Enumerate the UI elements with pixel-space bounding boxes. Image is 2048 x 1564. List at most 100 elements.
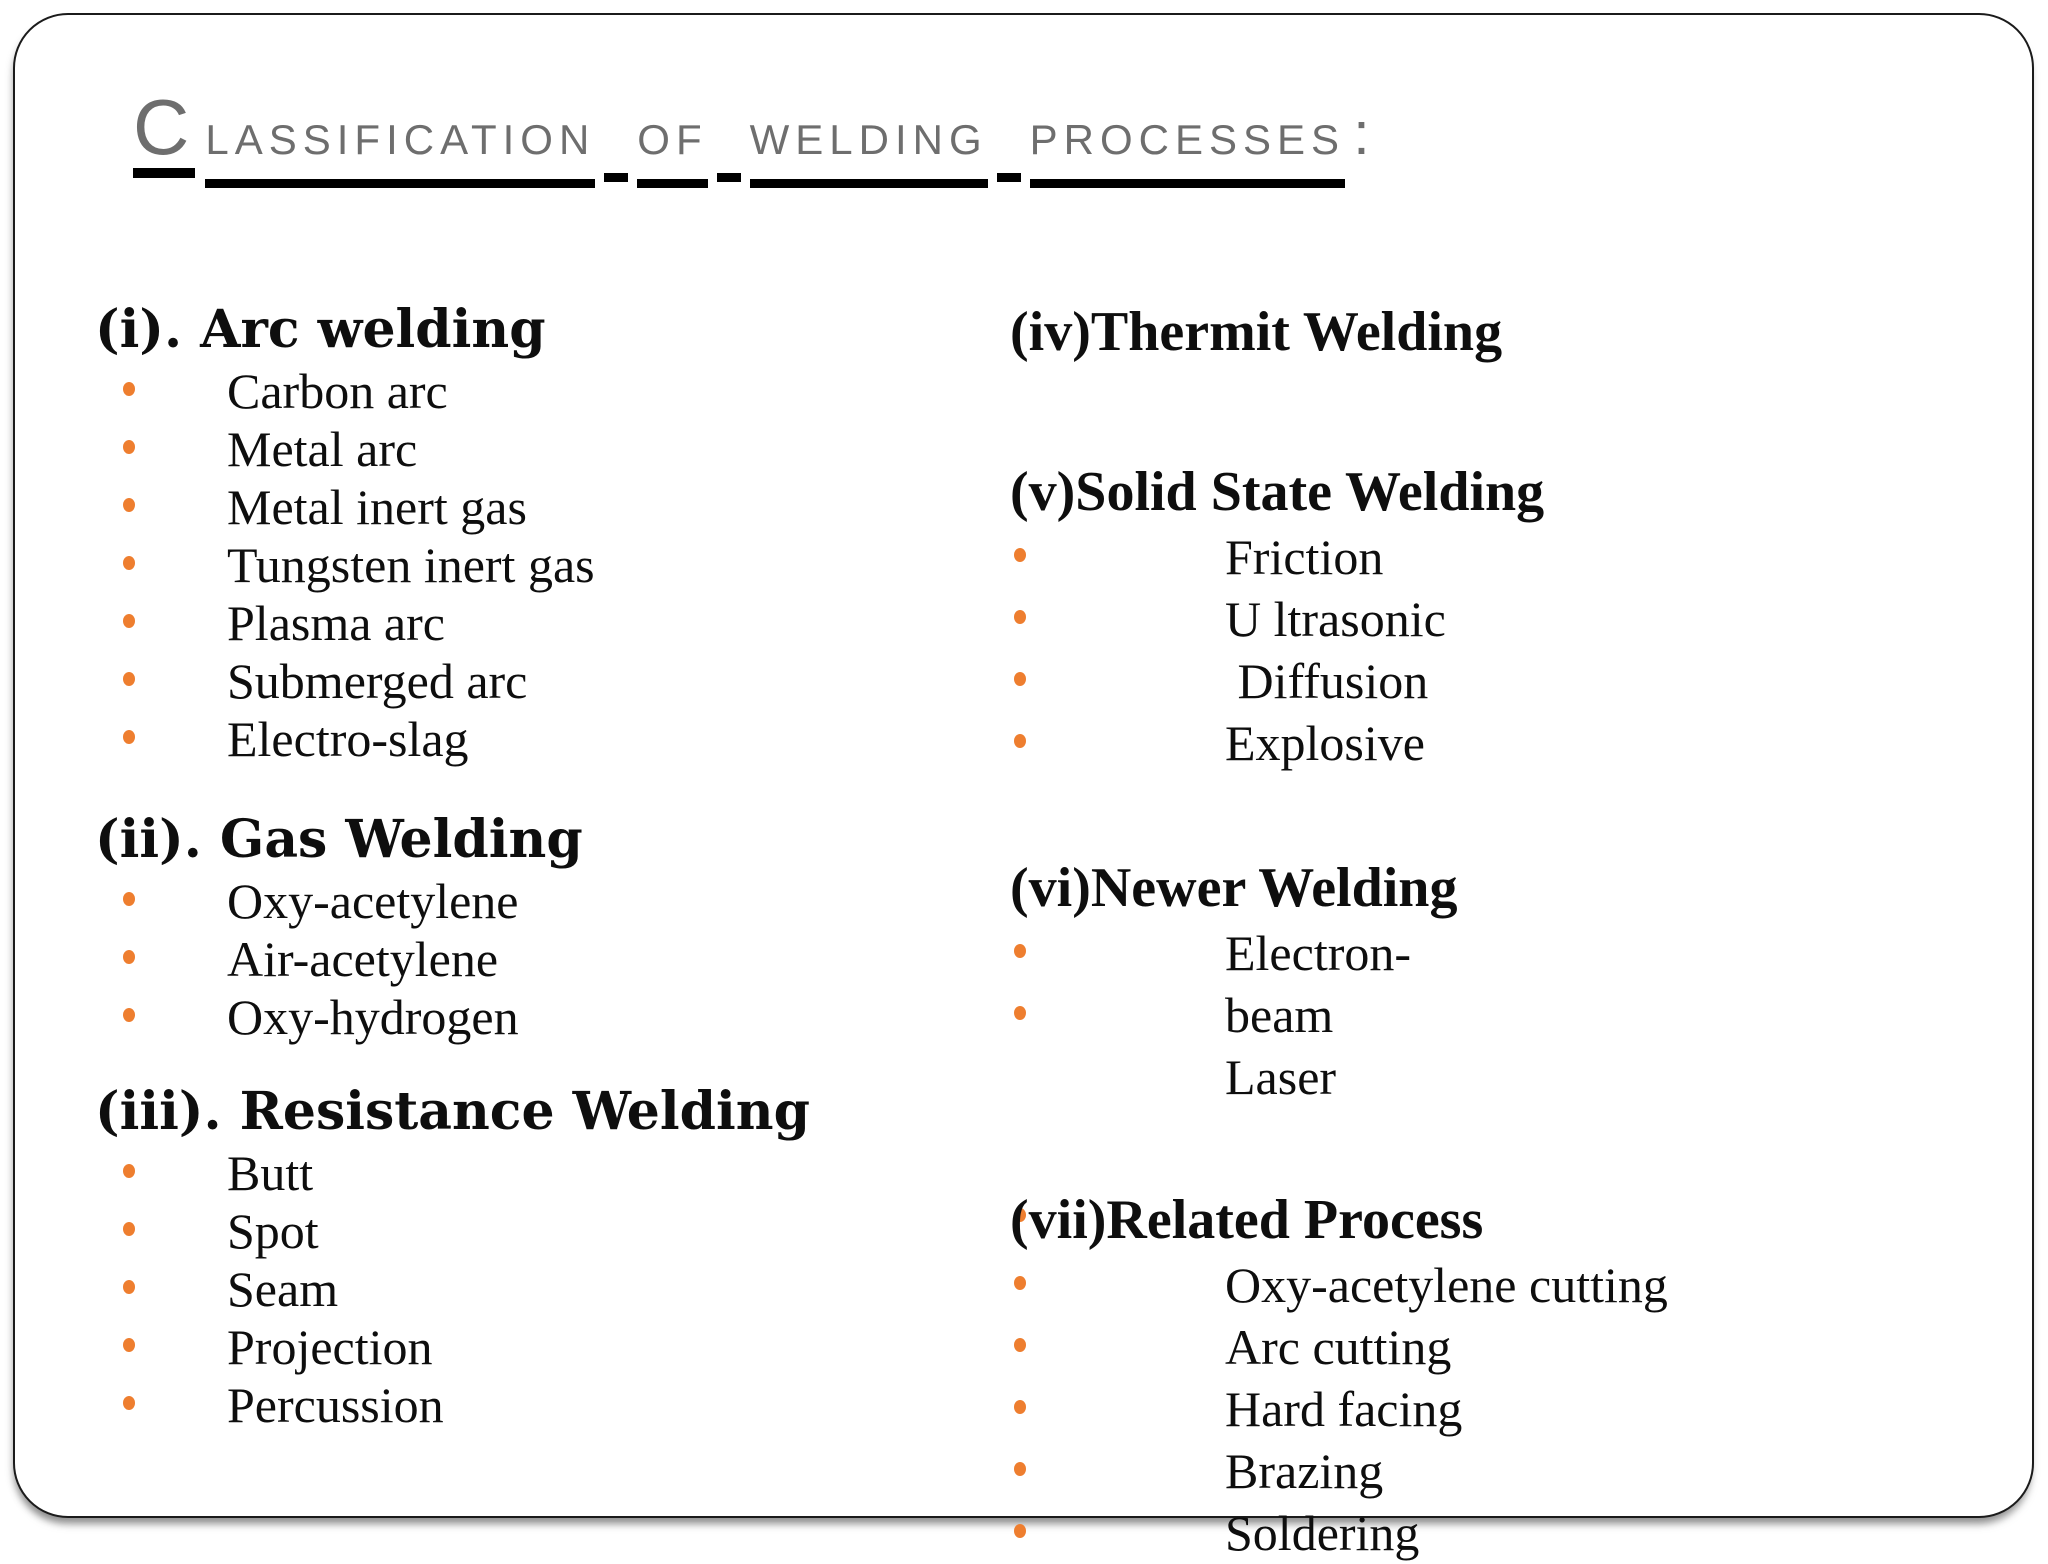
list-item: U ltrasonic	[1010, 588, 2048, 650]
bullet-icon	[1014, 1400, 1026, 1414]
bullet-icon	[1014, 672, 1026, 686]
list-item-label: Tungsten inert gas	[227, 537, 595, 593]
list-item: Hard facing	[1010, 1378, 2048, 1440]
list-item: Submerged arc	[95, 652, 1010, 710]
list-item: Carbon arc	[95, 362, 1010, 420]
bullet-icon	[1014, 1338, 1026, 1352]
section-heading: (vii)Related Process	[1010, 1186, 2048, 1254]
list-item-label: Friction	[1225, 529, 1384, 585]
bullet-icon	[123, 892, 135, 906]
list-item-label: Oxy-hydrogen	[227, 989, 519, 1045]
bullet-icon	[123, 1222, 135, 1236]
bullet-icon	[1014, 1006, 1026, 1020]
list-item: Plasma arc	[95, 594, 1010, 652]
bullet-icon	[123, 672, 135, 686]
list-item-label: Diffusion	[1225, 653, 1429, 709]
list-item: Electron-	[1010, 922, 2048, 984]
columns: (i). Arc welding Carbon arc Metal arc Me…	[95, 298, 2048, 1564]
section-heading: (iii). Resistance Welding	[95, 1081, 810, 1142]
list-item-label: Arc cutting	[1225, 1319, 1452, 1375]
list-item: Metal arc	[95, 420, 1010, 478]
list-item-label: Oxy-acetylene cutting	[1225, 1257, 1668, 1313]
bullet-icon	[1014, 548, 1026, 562]
list-item-label: Oxy-acetylene	[227, 873, 519, 929]
list-item-label: Electron-	[1225, 925, 1412, 981]
title-underline-dash	[716, 173, 741, 182]
bullet-icon	[123, 1008, 135, 1022]
bullet-icon	[1014, 1462, 1026, 1476]
bullet-icon	[123, 382, 135, 396]
section-heading-label: (v)Solid State Welding	[1010, 461, 1545, 523]
list-item: Friction	[1010, 526, 2048, 588]
list-item: beam	[1010, 984, 2048, 1046]
title-word: of	[637, 95, 708, 188]
section-heading-label: (iv)Thermit Welding	[1010, 301, 1503, 363]
list-item: Air-acetylene	[95, 930, 1010, 988]
list-item-label: Laser	[1225, 1049, 1337, 1105]
right-column: (iv)Thermit Welding (v)Solid State Weldi…	[1010, 298, 2048, 1564]
title-word: lassification	[205, 95, 596, 188]
left-column: (i). Arc welding Carbon arc Metal arc Me…	[95, 298, 1010, 1564]
title-colon: :	[1353, 100, 1376, 167]
bullet-icon	[123, 440, 135, 454]
bullet-icon	[1014, 1208, 1026, 1222]
list-item-label: Brazing	[1225, 1443, 1384, 1499]
title-underline-dash	[604, 173, 629, 182]
title-word: processes	[1029, 95, 1346, 188]
section-heading: (i). Arc welding	[95, 299, 546, 360]
section-thermit-welding: (iv)Thermit Welding	[1010, 298, 2048, 366]
bullet-icon	[123, 1164, 135, 1178]
list-item-label: Submerged arc	[227, 653, 528, 709]
list-item-label: Plasma arc	[227, 595, 445, 651]
list-item-label: Air-acetylene	[227, 931, 499, 987]
bullet-icon	[1014, 1524, 1026, 1538]
bullet-icon	[123, 950, 135, 964]
list-item: Oxy-hydrogen	[95, 988, 1010, 1046]
section-heading: (ii). Gas Welding	[95, 809, 583, 870]
list-item-label: Projection	[227, 1319, 433, 1375]
list-item-label: beam	[1225, 987, 1334, 1043]
list-item-label: Metal inert gas	[227, 479, 527, 535]
section-heading-label: (vi)Newer Welding	[1010, 857, 1458, 919]
list-item: Brazing	[1010, 1440, 2048, 1502]
list-item-label: Explosive	[1225, 715, 1425, 771]
section-heading-label: (vii)Related Process	[1010, 1189, 1484, 1251]
section-solid-state-welding: (v)Solid State Welding Friction U ltraso…	[1010, 458, 2048, 774]
bullet-icon	[1014, 944, 1026, 958]
list-item-label: Metal arc	[227, 421, 418, 477]
section-related-process: (vii)Related Process Oxy-acetylene cutti…	[1010, 1186, 2048, 1564]
list-item: Laser	[1010, 1046, 2048, 1108]
list-item: Soldering	[1010, 1502, 2048, 1564]
list-item-label: U ltrasonic	[1225, 591, 1446, 647]
slide-border	[13, 13, 2034, 1518]
list-item: Metal inert gas	[95, 478, 1010, 536]
list-item: Diffusion	[1010, 650, 2048, 712]
title-underline-dash	[996, 173, 1021, 182]
section-heading: (iv)Thermit Welding	[1010, 298, 2048, 366]
section-heading: (v)Solid State Welding	[1010, 458, 2048, 526]
title-first-letter: C	[133, 88, 196, 178]
section-arc-welding: (i). Arc welding Carbon arc Metal arc Me…	[95, 298, 1010, 768]
list-item-label: Electro-slag	[227, 711, 469, 767]
bullet-icon	[123, 498, 135, 512]
list-item-label: Carbon arc	[227, 363, 448, 419]
bullet-icon	[123, 556, 135, 570]
list-item: Tungsten inert gas	[95, 536, 1010, 594]
list-item: Percussion	[95, 1376, 1010, 1434]
list-item: Electro-slag	[95, 710, 1010, 768]
list-item: Oxy-acetylene cutting	[1010, 1254, 2048, 1316]
bullet-icon	[123, 1338, 135, 1352]
title-word: welding	[749, 95, 988, 188]
list-item-label: Hard facing	[1225, 1381, 1463, 1437]
list-item: Arc cutting	[1010, 1316, 2048, 1378]
list-item: Spot	[95, 1202, 1010, 1260]
bullet-icon	[123, 1396, 135, 1410]
section-newer-welding: (vi)Newer Welding Electron- beam Laser	[1010, 854, 2048, 1108]
section-heading: (vi)Newer Welding	[1010, 854, 2048, 922]
bullet-icon	[1014, 734, 1026, 748]
list-item: Oxy-acetylene	[95, 872, 1010, 930]
list-item: Projection	[95, 1318, 1010, 1376]
list-item-label: Butt	[227, 1145, 314, 1201]
